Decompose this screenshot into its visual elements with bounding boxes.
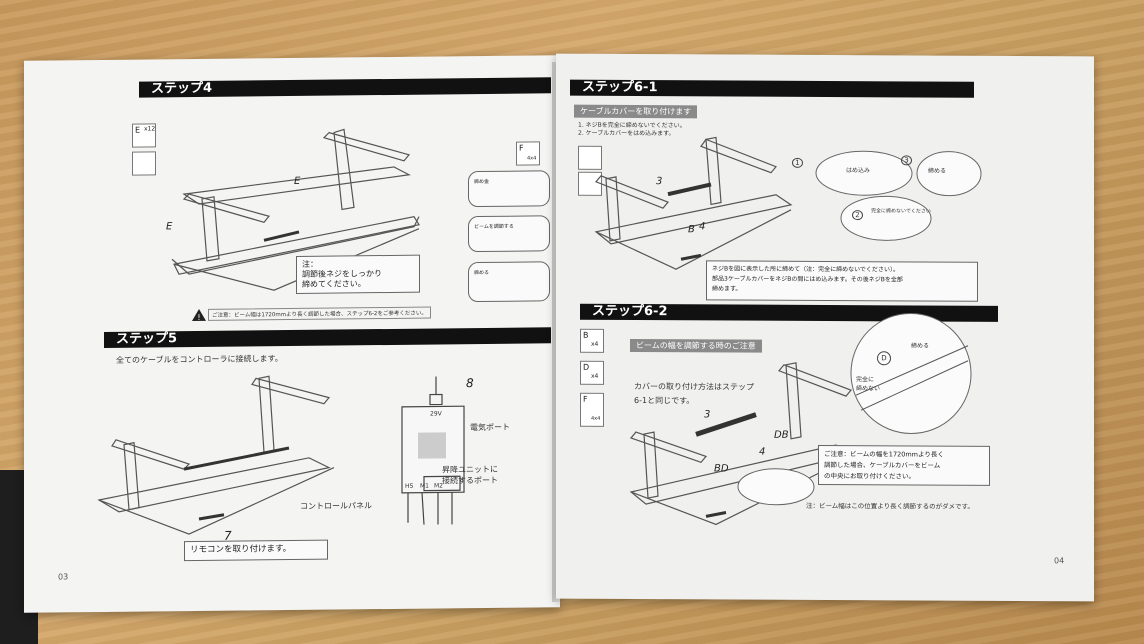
svg-text:!: ! — [197, 313, 200, 322]
page-number-left: 03 — [58, 572, 69, 582]
label-tighten-62: 締める — [911, 342, 930, 350]
label-8: 8 — [466, 376, 474, 391]
label-loose-62: 完全に 締めない — [856, 376, 881, 393]
label-power-port: 電気ポート — [470, 422, 510, 433]
port-hs: HS — [405, 482, 414, 490]
port-m2: M2 — [434, 482, 443, 490]
step61-desk-drawing — [594, 136, 982, 270]
step5-desk-drawing — [97, 375, 335, 535]
label-control-panel: コントロールパネル — [300, 501, 372, 511]
port-m1: M1 — [420, 482, 429, 490]
controller-drawing — [401, 376, 465, 525]
d-circle: D — [877, 351, 891, 366]
left-page: ステップ4 E x12 E E F 4x4 締め金 ビームを調節する 締める 注… — [24, 55, 560, 613]
step62-desk-drawing — [629, 312, 972, 526]
step62-label-4: 4 — [759, 446, 766, 458]
label-lift-port: 昇降ユニットに 接続するポート — [442, 464, 498, 486]
page-number-right: 04 — [1054, 556, 1065, 566]
step62-label-3: 3 — [704, 409, 711, 421]
step62-note: ご注意：ビームの幅を1720mmより長く 調節した場合、ケーブルカバーをビーム … — [818, 444, 990, 486]
step62-footnote: 注：ビーム幅はこの位置より長く調節するのがダメです。 — [806, 501, 974, 511]
step4-desk-drawing — [171, 128, 420, 291]
step62-label-bd: BD — [714, 463, 729, 475]
label-29v: 29V — [430, 410, 442, 418]
remote-caption: リモコンを取り付けます。 — [184, 539, 328, 562]
right-page: ステップ6-1 ケーブルカバーを取り付けます 1. ネジBを完全に締めないでくだ… — [556, 53, 1094, 602]
step62-label-db: DB — [774, 429, 789, 441]
warning-icon: ! — [192, 308, 206, 322]
